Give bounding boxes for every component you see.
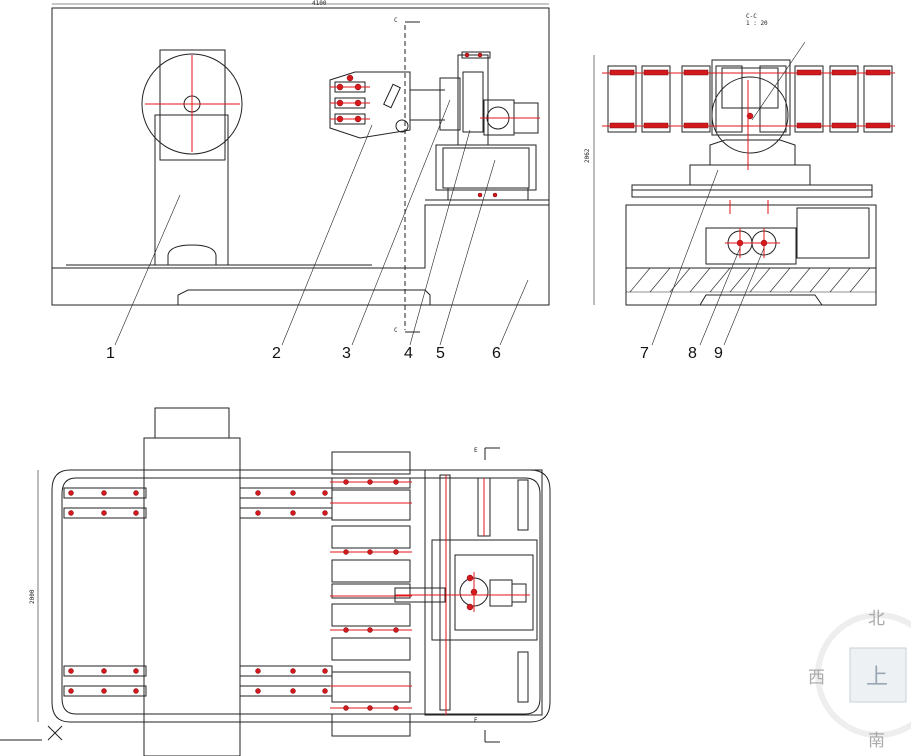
- part-label-4: 4: [404, 345, 413, 362]
- compass-north-label[interactable]: 北: [868, 609, 885, 629]
- dimension-top-view: 2000: [29, 589, 36, 604]
- ucs-axis-icon: [0, 725, 63, 741]
- front-view: 4100: [51, 0, 550, 346]
- section-mark-e-bottom: E: [474, 717, 478, 724]
- clamp-fixtures: [330, 74, 409, 133]
- section-mark-c-top: C: [394, 17, 398, 24]
- part-label-3: 3: [342, 345, 351, 362]
- top-view: 2000: [29, 407, 551, 756]
- dimension-section: 2062: [584, 148, 591, 163]
- rail-bolts: [68, 490, 328, 694]
- clamp-row: [602, 65, 895, 133]
- part-label-7: 7: [640, 345, 649, 362]
- compass-top-label[interactable]: 上: [866, 665, 888, 690]
- clamp-stack: [330, 451, 412, 737]
- section-view-c-c: C-C 1 : 20 2062: [584, 13, 895, 346]
- part-label-1: 1: [106, 345, 115, 362]
- part-label-6: 6: [492, 345, 501, 362]
- part-label-9: 9: [714, 345, 723, 362]
- compass-south-label[interactable]: 南: [868, 731, 885, 751]
- view-cube-compass[interactable]: 北 西 南 上: [808, 609, 911, 751]
- part-label-2: 2: [272, 345, 281, 362]
- hatch-band: [626, 267, 876, 293]
- dimension-top: 4100: [312, 0, 327, 7]
- section-mark-e-top: E: [474, 447, 478, 454]
- part-label-5: 5: [436, 345, 445, 362]
- section-title: C-C: [746, 13, 757, 20]
- section-scale: 1 : 20: [746, 20, 768, 27]
- part-label-8: 8: [688, 345, 697, 362]
- section-mark-c-bottom: C: [394, 327, 398, 334]
- compass-top-button[interactable]: [849, 647, 907, 703]
- compass-west-label[interactable]: 西: [808, 668, 825, 688]
